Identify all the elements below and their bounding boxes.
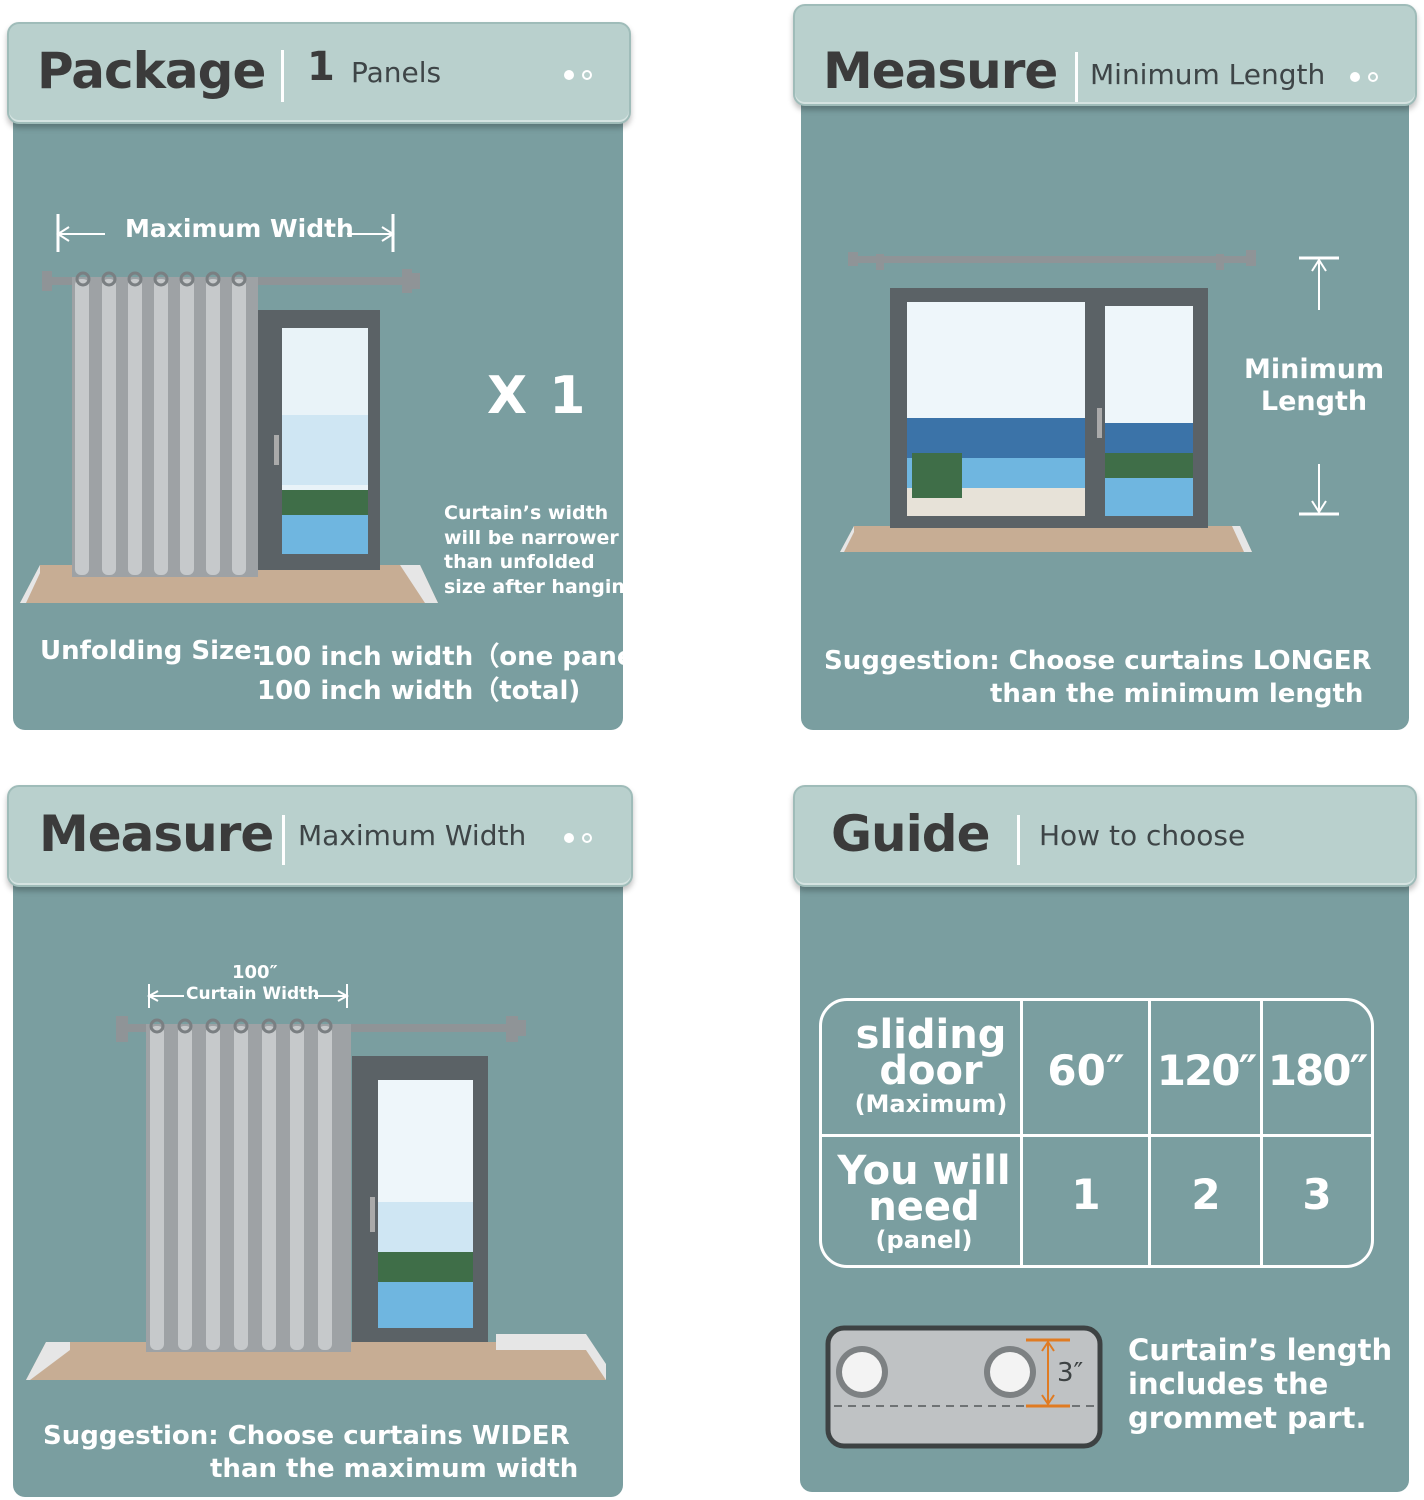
grommet-dimension: 3″ (1057, 1358, 1084, 1388)
measure-length-header: Measure Minimum Length (793, 4, 1417, 106)
width-suggestion-line2: than the maximum width (210, 1454, 579, 1484)
width-note: Curtain’s width will be narrower than un… (444, 502, 639, 598)
width-dimension-icon (56, 214, 395, 252)
curtain-door-illustration (20, 269, 438, 603)
size-guide-table (819, 998, 1374, 1268)
table-divider (1260, 1001, 1263, 1265)
unfold-size-line2: 100 inch width（total) (257, 676, 581, 706)
header-divider (1017, 815, 1020, 865)
width-suggestion-line1: Suggestion: Choose curtains WIDER (43, 1421, 570, 1451)
table-divider (822, 1134, 1371, 1137)
header-divider (281, 50, 284, 102)
header-divider (1075, 52, 1078, 102)
min-length-dimension-icon (1299, 256, 1339, 516)
window-rod-illustration (840, 250, 1256, 552)
length-suggestion-line1: Suggestion: Choose curtains LONGER (824, 646, 1372, 676)
measure-width-title: Measure (39, 805, 274, 863)
page-dots-icon (564, 831, 600, 845)
measure-length-subtitle: Minimum Length (1090, 58, 1326, 91)
panel-count-cell: 2 (1191, 1170, 1221, 1219)
row-label-you-will-need: You will need (panel) (837, 1148, 1011, 1254)
panel-count-cell: 1 (1071, 1170, 1101, 1219)
table-divider (1020, 1001, 1023, 1265)
quantity-multiplier: X 1 (487, 366, 588, 426)
package-count: 1 (307, 44, 335, 90)
measure-length-title: Measure (823, 42, 1058, 100)
row-label-sliding-door: sliding door (Maximum) (854, 1012, 1008, 1118)
table-divider (1148, 1001, 1151, 1265)
curtain-door-illustration (26, 1016, 606, 1380)
size-cell: 180″ (1267, 1046, 1368, 1095)
curtain-width-value: 100″ (232, 962, 278, 983)
unfold-label: Unfolding Size: (40, 636, 263, 666)
max-width-label: Maximum Width (125, 214, 354, 243)
curtain-width-dimension-icon (146, 984, 350, 1008)
package-header: Package 1 Panels (7, 22, 631, 124)
grommet-note: Curtain’s length includes the grommet pa… (1128, 1333, 1393, 1435)
size-cell: 120″ (1156, 1046, 1257, 1095)
header-divider (282, 815, 285, 865)
length-suggestion-line2: than the minimum length (990, 679, 1364, 709)
package-subtitle: Panels (351, 56, 442, 89)
unfold-size-line1: 100 inch width（one panel) (257, 642, 656, 672)
page-dots-icon (1350, 70, 1386, 84)
guide-subtitle: How to choose (1039, 819, 1246, 852)
curtain-width-label: Curtain Width (186, 984, 320, 1004)
package-title: Package (37, 42, 266, 100)
panel-count-cell: 3 (1302, 1170, 1332, 1219)
guide-title: Guide (831, 805, 990, 863)
measure-width-subtitle: Maximum Width (298, 819, 527, 852)
measure-width-header: Measure Maximum Width (7, 785, 633, 887)
page-dots-icon (564, 68, 600, 82)
guide-header: Guide How to choose (793, 785, 1417, 887)
size-cell: 60″ (1047, 1046, 1125, 1095)
grommet-illustration (825, 1325, 1103, 1449)
min-length-label: Minimum Length (1244, 354, 1385, 417)
